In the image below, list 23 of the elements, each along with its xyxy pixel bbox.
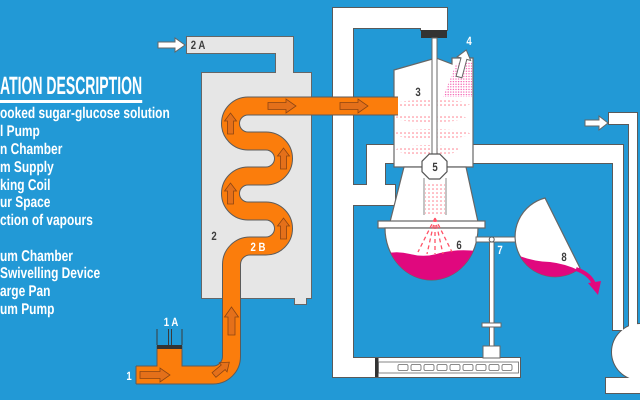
description-item: um Chamber — [0, 249, 73, 264]
description-item: arge Pan — [0, 284, 50, 300]
callout-number: 2 — [211, 230, 217, 242]
description-item: l Pump — [0, 124, 40, 140]
callout-number: 3 — [415, 86, 421, 98]
description-item: ooked sugar-glucose solution — [0, 106, 170, 122]
callout-number: 5 — [432, 161, 438, 173]
description-item: Swivelling Device — [0, 266, 100, 282]
description-item: ur Space — [0, 195, 50, 210]
callout-number: 8 — [561, 251, 567, 263]
callout-number: 4 — [466, 35, 472, 47]
description-item: m Supply — [0, 160, 54, 176]
description-item: king Coil — [0, 178, 50, 194]
description-item: ction of vapours — [0, 213, 93, 228]
callout-number: 2 A — [190, 39, 206, 51]
description-item: n Chamber — [0, 142, 62, 158]
callout-number: 2 B — [250, 240, 266, 252]
callout-number: 1 — [126, 370, 132, 382]
callout-number: 1 A — [164, 316, 178, 328]
description-item: um Pump — [0, 302, 54, 318]
callout-number: 7 — [497, 244, 503, 256]
section-heading: ATION DESCRIPTION — [0, 74, 142, 103]
callout-number: 6 — [456, 239, 462, 251]
